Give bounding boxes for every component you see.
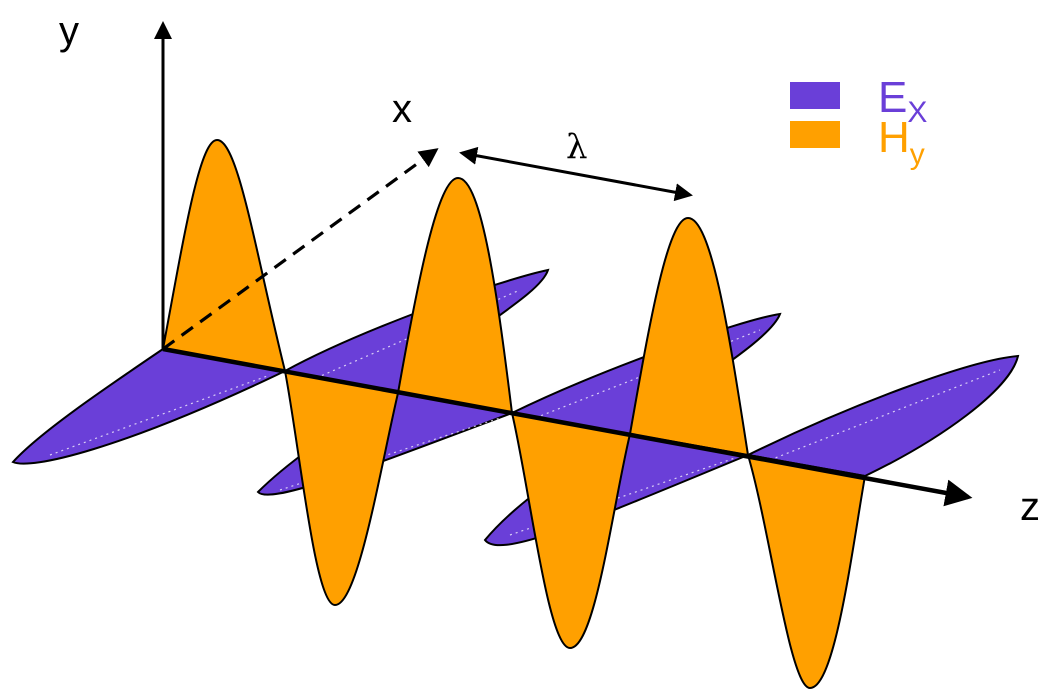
legend: EX Hy xyxy=(790,73,927,171)
legend-magnetic-subscript: y xyxy=(910,138,925,171)
h-field-lobe-4 xyxy=(510,411,632,650)
z-axis xyxy=(162,346,973,507)
h-field-lobe-1 xyxy=(161,138,287,373)
z-axis-label: z xyxy=(1020,485,1040,529)
legend-magnetic-letter: H xyxy=(878,113,910,162)
h-field-lobe-5 xyxy=(628,216,750,457)
h-field-lobe-3 xyxy=(396,176,514,415)
legend-swatch-electric xyxy=(790,82,840,109)
h-field-lobe-2 xyxy=(283,369,400,607)
h-field-lobe-6 xyxy=(746,453,867,690)
legend-label-electric: EX xyxy=(878,73,927,129)
legend-electric-letter: E xyxy=(878,73,907,122)
x-axis xyxy=(162,148,439,351)
magnetic-field-wave xyxy=(161,138,867,690)
legend-label-magnetic: Hy xyxy=(878,113,925,171)
e-field-lobe-1 xyxy=(11,347,289,465)
axes xyxy=(154,21,973,507)
y-axis-label: y xyxy=(59,9,79,53)
wavelength-label: λ xyxy=(566,127,588,167)
legend-electric-subscript: X xyxy=(907,96,927,129)
x-axis-label: x xyxy=(392,87,412,131)
legend-swatch-magnetic xyxy=(790,121,840,148)
wavelength-arrow xyxy=(459,146,693,202)
